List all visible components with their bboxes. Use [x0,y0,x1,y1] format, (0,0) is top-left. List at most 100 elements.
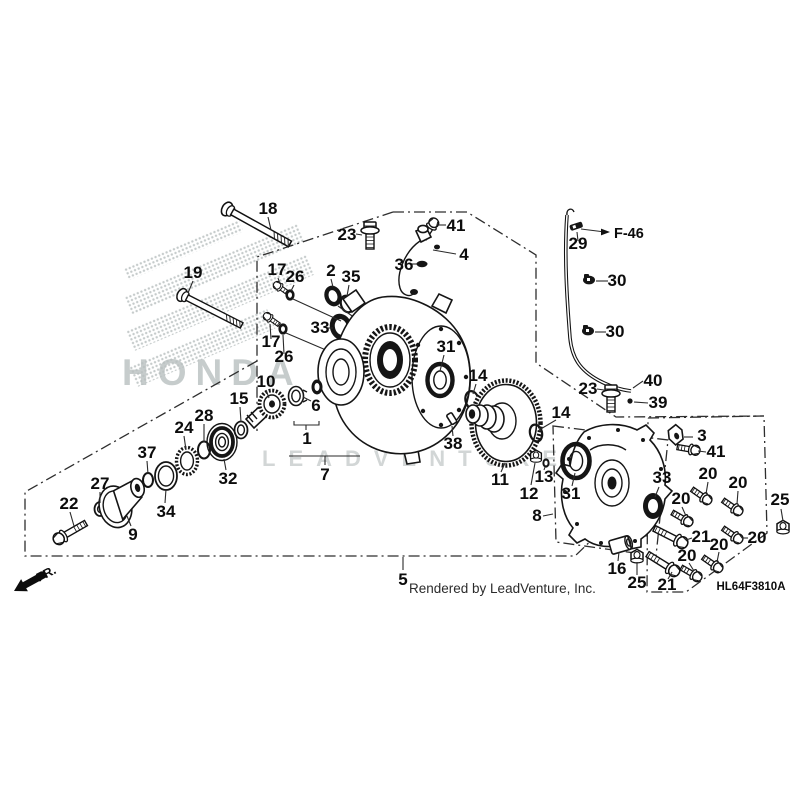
callout-33-right[interactable]: 33 [653,468,672,487]
callout-24[interactable]: 24 [175,418,194,437]
part-30-clip-upper [583,274,595,285]
callout-25-left[interactable]: 25 [628,573,647,592]
callout-14-right[interactable]: 14 [552,403,571,422]
callout-20-4[interactable]: 20 [748,528,767,547]
callout-20-1[interactable]: 20 [699,464,718,483]
part-17-breather-bolt-lower [260,310,283,329]
part-26-washer-lower [278,323,288,335]
callout-28[interactable]: 28 [195,406,214,425]
part-4-speed-sensor [398,224,440,297]
part-18-swingarm-bolt [218,199,295,252]
f46-arrowhead [601,228,610,236]
callout-23-top[interactable]: 23 [338,225,357,244]
fr-direction-arrow [14,570,47,592]
callout-3[interactable]: 3 [697,426,706,445]
callout-26-lower[interactable]: 26 [275,347,294,366]
callout-9[interactable]: 9 [128,525,137,544]
callout-17-lower[interactable]: 17 [262,332,281,351]
callout-34[interactable]: 34 [157,502,176,521]
callout-11[interactable]: 11 [491,470,509,489]
callout-33-left[interactable]: 33 [311,318,330,337]
part-23-flange-bolt-right [601,384,621,413]
callout-15[interactable]: 15 [230,389,249,408]
part-15-washer [233,420,249,440]
callout-8[interactable]: 8 [532,506,541,525]
part-26-washer-upper [285,289,295,301]
callout-6[interactable]: 6 [311,396,320,415]
callout-21-2[interactable]: 21 [658,575,677,594]
part-12-nut [529,449,543,463]
callout-23-right[interactable]: 23 [579,379,598,398]
part-29-clamp [569,221,583,231]
part-25-nut-left [630,548,644,564]
callout-7[interactable]: 7 [320,465,329,484]
callout-2[interactable]: 2 [326,261,335,280]
part-2-oil-seal [324,285,342,307]
fr-label: FR. [34,563,58,585]
callout-leader-lines [69,216,784,580]
part-1-seal [311,379,323,395]
callout-labels: 18 19 23 41 4 36 2 35 17 26 17 26 33 29 … [60,199,790,594]
callout-13[interactable]: 13 [535,467,554,486]
part-37-o-ring [142,472,154,488]
ref-f46[interactable]: F-46 [614,226,644,242]
callout-20-2[interactable]: 20 [729,473,748,492]
part-36-clip [416,260,428,268]
callout-26-upper[interactable]: 26 [286,267,305,286]
part-3-bracket [667,423,684,447]
callout-16[interactable]: 16 [608,559,627,578]
part-39-grommet [627,398,633,404]
part-10-pinion-gear [244,388,287,430]
callout-30-lower[interactable]: 30 [606,322,625,341]
callout-19[interactable]: 19 [184,263,203,282]
part-30-clip-lower [582,325,594,336]
callout-32[interactable]: 32 [219,469,238,488]
part-20-flange-bolt-3 [668,507,696,530]
callout-30-upper[interactable]: 30 [608,271,627,290]
diagram-part-code: HL64F3810A [716,581,785,593]
callout-14-left[interactable]: 14 [469,366,488,385]
callout-29[interactable]: 29 [569,234,588,253]
fr-direction-indicator: FR. [14,563,58,592]
part-16-collar [608,535,634,555]
callout-12[interactable]: 12 [520,484,539,503]
part-7-gear-case [317,288,472,465]
callout-31-right[interactable]: 31 [562,484,581,503]
callout-20-3[interactable]: 20 [672,489,691,508]
callout-20-6[interactable]: 20 [678,546,697,565]
part-23-flange-bolt-left [360,221,380,250]
callout-40[interactable]: 40 [644,371,663,390]
part-20-flange-bolt-1 [688,484,715,508]
part-19-swingarm-bolt [174,286,246,333]
callout-5[interactable]: 5 [398,570,407,589]
callout-27[interactable]: 27 [91,474,110,493]
callout-4[interactable]: 4 [459,245,469,264]
callout-38[interactable]: 38 [444,434,463,453]
part-34-ring [154,461,178,491]
callout-20-5[interactable]: 20 [710,535,729,554]
callout-10[interactable]: 10 [257,372,276,391]
part-13-washer [542,458,550,468]
part-6-collar [287,385,308,407]
callout-25-right[interactable]: 25 [771,490,790,509]
part-9-spacer [98,477,146,529]
part-31-bearing-right [560,441,592,481]
callout-36[interactable]: 36 [395,255,414,274]
callout-31-left[interactable]: 31 [437,337,456,356]
callout-1[interactable]: 1 [302,429,311,448]
callout-35[interactable]: 35 [342,267,361,286]
part-14-o-ring-right [528,423,544,443]
part-20-flange-bolt-2 [719,495,746,519]
callout-22[interactable]: 22 [60,494,79,513]
callout-37[interactable]: 37 [138,443,157,462]
callout-21-1[interactable]: 21 [692,527,711,546]
callout-41-right[interactable]: 41 [707,442,726,461]
callout-17-upper[interactable]: 17 [268,260,287,279]
part-20-flange-bolt-5 [699,552,726,576]
callout-18[interactable]: 18 [259,199,278,218]
callout-39[interactable]: 39 [649,393,668,412]
callout-41-top[interactable]: 41 [447,216,466,235]
part-33-oil-seal-right [643,493,663,519]
